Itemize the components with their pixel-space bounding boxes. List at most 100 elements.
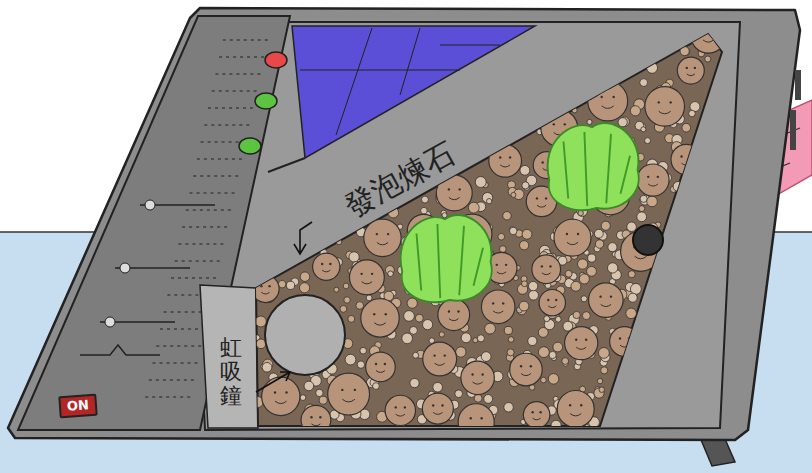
- gravel: [647, 62, 658, 73]
- panel-tick: [178, 244, 226, 245]
- panel-tick: [149, 380, 197, 381]
- siphon-bell: [265, 295, 345, 375]
- lettuce-vein: [621, 156, 631, 194]
- pebble-eye: [371, 273, 373, 275]
- clay-pebble: [349, 260, 384, 295]
- leader-arrow: [294, 222, 312, 254]
- gravel: [404, 311, 415, 322]
- pebble-eye: [387, 233, 389, 235]
- pebble-mouth: [548, 306, 556, 308]
- pebble-eye: [547, 299, 549, 301]
- pebble-eye: [712, 31, 714, 33]
- gravel: [582, 312, 590, 320]
- gravel: [628, 271, 635, 278]
- pebble-mouth: [493, 311, 503, 313]
- pebble-eye: [610, 295, 612, 297]
- gravel: [366, 295, 372, 301]
- pebble-mouth: [500, 165, 510, 167]
- pebble-eye: [395, 406, 397, 408]
- gravel: [433, 382, 443, 392]
- pebble-eye: [373, 313, 375, 315]
- pebble-eye: [404, 406, 406, 408]
- clay-pebble: [385, 395, 415, 425]
- gravel: [486, 199, 491, 204]
- gravel: [415, 314, 423, 322]
- pebble-eye: [612, 96, 614, 98]
- gravel: [336, 239, 342, 245]
- gravel: [455, 390, 463, 398]
- pebble-eye: [628, 337, 630, 339]
- clay-pebble: [489, 144, 522, 177]
- clay-pebble: [481, 290, 515, 324]
- pebble-mouth: [521, 374, 531, 376]
- pebble-eye: [432, 404, 434, 406]
- gravel: [344, 297, 350, 303]
- gravel: [474, 394, 482, 402]
- pebble-eye: [520, 365, 522, 367]
- pebble-eye: [702, 31, 704, 33]
- gravel: [630, 106, 640, 116]
- pebble-eye: [657, 176, 659, 178]
- gravel: [388, 271, 393, 276]
- panel-tick: [171, 278, 219, 279]
- gravel: [255, 316, 266, 327]
- pebble-eye: [647, 176, 649, 178]
- pebble-eye: [502, 302, 504, 304]
- pebble-eye: [496, 264, 498, 266]
- clay-pebble: [510, 353, 543, 386]
- window-grid: [300, 70, 460, 71]
- pebble-eye: [319, 416, 321, 418]
- pebble-mouth: [620, 345, 629, 347]
- gravel: [262, 362, 272, 372]
- gravel: [503, 212, 511, 220]
- gravel: [528, 336, 537, 345]
- gravel: [442, 213, 447, 218]
- gravel: [256, 339, 266, 349]
- power-button: ON: [58, 394, 97, 418]
- gravel: [423, 320, 433, 330]
- panel-tick: [145, 397, 193, 398]
- gravel: [548, 374, 559, 385]
- clay-pebble: [557, 391, 594, 428]
- gravel: [562, 358, 569, 365]
- pebble-mouth: [435, 363, 445, 365]
- clay-pebble: [565, 327, 598, 360]
- pebble-eye: [458, 188, 460, 190]
- pebble-eye: [285, 391, 287, 393]
- gravel: [499, 246, 506, 253]
- pebble-eye: [470, 417, 472, 419]
- pebble-mouth: [374, 323, 386, 325]
- panel-tick: [223, 40, 271, 41]
- gravel: [640, 79, 648, 87]
- slider-knob: [145, 200, 155, 210]
- gravel: [565, 270, 572, 277]
- lettuce: [548, 123, 639, 210]
- clay-pebble: [539, 290, 565, 316]
- clay-pebble: [364, 219, 401, 256]
- gravel: [607, 263, 617, 273]
- gravel: [504, 326, 512, 334]
- gravel: [509, 227, 517, 235]
- pebble-mouth: [635, 256, 647, 259]
- gravel: [608, 243, 617, 252]
- pebble-eye: [580, 404, 582, 406]
- lettuce-vein: [459, 226, 464, 295]
- lettuce-leaf: [548, 123, 639, 210]
- pebble-eye: [569, 404, 571, 406]
- panel-tick: [193, 176, 241, 177]
- pebble-eye: [329, 263, 331, 265]
- gravel: [402, 333, 413, 344]
- gravel: [538, 328, 548, 338]
- indicator-light: [265, 52, 287, 68]
- gravel: [349, 252, 359, 262]
- gravel: [508, 337, 514, 343]
- pebble-eye: [274, 391, 276, 393]
- gravel: [439, 332, 444, 337]
- gravel: [504, 402, 514, 412]
- gravel: [551, 420, 561, 430]
- pebble-mouth: [687, 74, 695, 76]
- gravel: [573, 311, 580, 318]
- pebble-eye: [658, 101, 660, 103]
- pebble-mouth: [537, 205, 546, 207]
